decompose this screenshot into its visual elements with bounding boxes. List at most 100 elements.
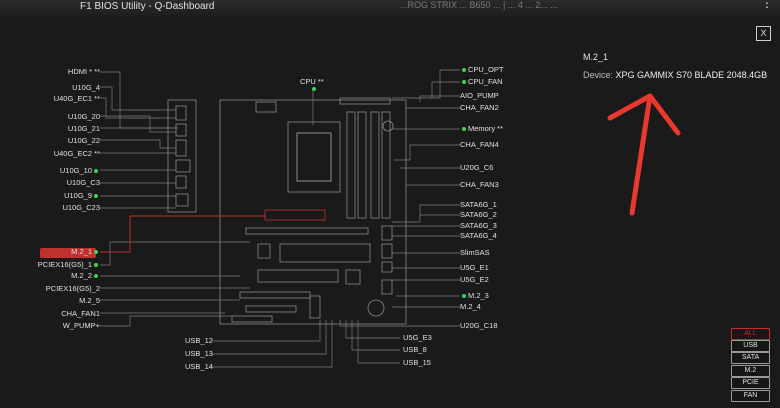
cpu-label-text: CPU ** xyxy=(300,77,324,86)
board-outline xyxy=(219,99,407,325)
connector-label-u5g-e1[interactable]: U5G_E1 xyxy=(460,263,489,273)
m2-2-slot xyxy=(257,269,339,283)
connector-label-usb-13[interactable]: USB_13 xyxy=(185,349,213,358)
connector-label-text: SATA6G_1 xyxy=(460,200,497,209)
top-overlay-text: ...ROG STRIX ... B650 ... | ... 4 ... 2.… xyxy=(400,0,558,10)
cpu-socket xyxy=(287,121,341,193)
filter-pcie-button[interactable]: PCIE xyxy=(731,377,770,389)
connector-label-u10g-9[interactable]: U10G_9 xyxy=(64,191,100,201)
connector-label-u10g-c3[interactable]: U10G_C3 xyxy=(67,178,100,188)
window-title: F1 BIOS Utility - Q-Dashboard xyxy=(80,1,215,12)
connector-label-m-2-4[interactable]: M.2_4 xyxy=(460,302,481,312)
connector-label-u40g-ec2[interactable]: U40G_EC2 ** xyxy=(54,149,100,159)
connector-label-text: M.2_5 xyxy=(79,296,100,305)
connector-label-u10g-20[interactable]: U10G_20 xyxy=(68,112,100,122)
connector-label-usb-12[interactable]: USB_12 xyxy=(185,336,213,345)
close-button[interactable]: X xyxy=(756,26,771,41)
cpu-status-dot xyxy=(312,87,316,91)
connector-label-sata6g-4[interactable]: SATA6G_4 xyxy=(460,231,497,241)
filter-usb-button[interactable]: USB xyxy=(731,340,770,352)
pcie-slot-1 xyxy=(245,227,369,235)
connector-label-text: SATA6G_2 xyxy=(460,210,497,219)
dimm-slot-3 xyxy=(370,111,380,219)
connector-label-hdmi[interactable]: HDMI * ** xyxy=(68,67,100,77)
connector-label-u20g-c6[interactable]: U20G_C6 xyxy=(460,163,493,173)
connector-label-text: U10G_4 xyxy=(72,83,100,92)
status-dot xyxy=(94,263,98,268)
connector-label-m-2-5[interactable]: M.2_5 xyxy=(79,296,100,306)
status-dot xyxy=(462,68,466,73)
connector-label-text: U5G_E1 xyxy=(460,263,489,272)
m2-1-highlight-line xyxy=(100,215,265,253)
connector-label-text: SATA6G_3 xyxy=(460,221,497,230)
dimm-slot-1 xyxy=(346,111,356,219)
connector-label-u5g-e3[interactable]: U5G_E3 xyxy=(403,333,432,342)
connector-label-m-2-1[interactable]: M.2_1 xyxy=(71,247,100,257)
filter-fan-button[interactable]: FAN xyxy=(731,390,770,402)
connector-label-aio-pump[interactable]: AIO_PUMP xyxy=(460,91,499,101)
connector-label-pciex16-g5-2[interactable]: PCIEX16(G5)_2 xyxy=(46,284,100,294)
filter-sata-button[interactable]: SATA xyxy=(731,352,770,364)
connector-label-u20g-c18[interactable]: U20G_C18 xyxy=(460,321,498,331)
selected-item-highlight xyxy=(40,248,96,258)
connector-label-text: HDMI * ** xyxy=(67,67,100,76)
connector-label-u10g-10[interactable]: U10G_10 xyxy=(60,166,100,176)
connector-label-text: U40G_EC2 ** xyxy=(53,149,100,158)
connector-label-text: U10G_C23 xyxy=(62,203,100,212)
connector-label-usb-15[interactable]: USB_15 xyxy=(403,358,431,367)
connector-label-memory[interactable]: Memory ** xyxy=(460,124,503,134)
menu-dots-icon[interactable]: ⋮ xyxy=(761,0,774,10)
connector-label-usb-14[interactable]: USB_14 xyxy=(185,362,213,371)
connector-label-text: SlimSAS xyxy=(460,248,490,257)
cmos-battery xyxy=(367,299,385,317)
connector-label-u10g-22[interactable]: U10G_22 xyxy=(68,136,100,146)
connector-label-w-pump[interactable]: W_PUMP+ xyxy=(63,321,100,331)
connector-label-cha-fan1[interactable]: CHA_FAN1 xyxy=(61,309,100,319)
connector-label-text: U40G_EC1 ** xyxy=(53,94,100,103)
filter-m-2-button[interactable]: M.2 xyxy=(731,365,770,377)
connector-label-cha-fan3[interactable]: CHA_FAN3 xyxy=(460,180,499,190)
selected-device-info: Device: XPG GAMMIX S70 BLADE 2048.4GB xyxy=(583,70,767,80)
connector-label-u10g-4[interactable]: U10G_4 xyxy=(72,83,100,93)
connector-label-cha-fan2[interactable]: CHA_FAN2 xyxy=(460,103,499,113)
connector-label-u5g-e2[interactable]: U5G_E2 xyxy=(460,275,489,285)
connector-label-sata6g-1[interactable]: SATA6G_1 xyxy=(460,200,497,210)
filter-all-button[interactable]: ALL xyxy=(731,328,770,340)
connector-label-text: PCIEX16(G5)_1 xyxy=(37,260,92,269)
cpu-label[interactable]: CPU ** xyxy=(300,77,324,87)
connector-label-text: U10G_10 xyxy=(59,166,92,175)
connector-label-text: U20G_C18 xyxy=(460,321,498,330)
connector-label-u10g-c23[interactable]: U10G_C23 xyxy=(62,203,100,213)
connector-label-sata6g-2[interactable]: SATA6G_2 xyxy=(460,210,497,220)
connector-label-text: M.2_2 xyxy=(71,271,92,280)
m2-1-slot-highlight xyxy=(264,209,326,221)
connector-label-cpu-fan[interactable]: CPU_FAN xyxy=(460,77,503,87)
connector-label-u40g-ec1[interactable]: U40G_EC1 ** xyxy=(54,94,100,104)
connector-label-text: U10G_C3 xyxy=(66,178,100,187)
io-panel xyxy=(167,99,197,213)
status-dot xyxy=(94,194,98,199)
connector-label-text: Memory ** xyxy=(468,124,504,133)
connector-label-usb-8[interactable]: USB_8 xyxy=(403,345,427,354)
connector-label-text: U10G_22 xyxy=(67,136,100,145)
dimm-slot-4 xyxy=(381,111,391,219)
connector-label-text: SATA6G_4 xyxy=(460,231,497,240)
selected-device-name: M.2_1 xyxy=(583,52,609,62)
connector-label-sata6g-3[interactable]: SATA6G_3 xyxy=(460,221,497,231)
connector-label-text: M.2_3 xyxy=(468,291,489,300)
connector-label-cpu-opt[interactable]: CPU_OPT xyxy=(460,65,503,75)
connector-label-slimsas[interactable]: SlimSAS xyxy=(460,248,490,258)
connector-label-cha-fan4[interactable]: CHA_FAN4 xyxy=(460,140,499,150)
red-arrow-annotation xyxy=(607,93,681,216)
status-dot xyxy=(462,127,466,132)
connector-label-pciex16-g5-1[interactable]: PCIEX16(G5)_1 xyxy=(38,260,100,270)
connector-label-text: CHA_FAN1 xyxy=(61,309,100,318)
connector-label-text: U10G_9 xyxy=(64,191,92,200)
connector-label-text: CHA_FAN2 xyxy=(460,103,499,112)
connector-label-m-2-2[interactable]: M.2_2 xyxy=(71,271,100,281)
status-dot xyxy=(462,294,466,299)
connector-label-u10g-21[interactable]: U10G_21 xyxy=(68,124,100,134)
connector-label-text: AIO_PUMP xyxy=(460,91,499,100)
connector-label-m-2-3[interactable]: M.2_3 xyxy=(460,291,489,301)
